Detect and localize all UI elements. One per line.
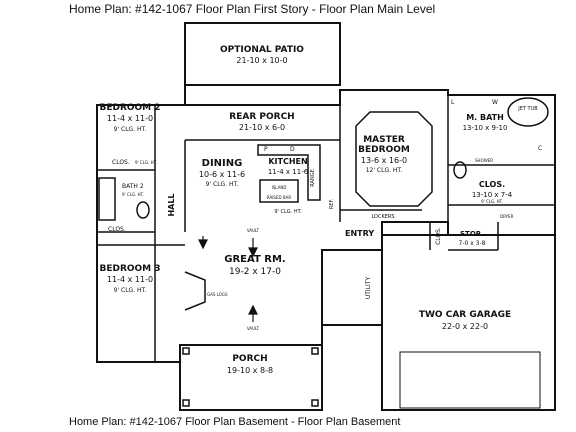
footer-title: Home Plan: #142-1067 Floor Plan Basement… (69, 416, 401, 428)
dining-label: DINING (202, 158, 243, 169)
bedroom3-dims: 11-4 x 11-0 (107, 275, 153, 284)
mbath-label: M. BATH (466, 113, 504, 122)
optional-patio-label: OPTIONAL PATIO (220, 45, 304, 55)
bath2-label: BATH 2 (122, 183, 144, 190)
master-tray-ceiling (355, 111, 433, 207)
mbath-dims: 13-10 x 9-10 (463, 124, 508, 132)
bedroom2-label: BEDROOM 2 (99, 103, 160, 113)
vault-arrowhead-down (248, 247, 258, 258)
porch-column-1 (182, 347, 190, 355)
fireplace (184, 271, 206, 311)
clos-ceiling-a: 9' CLG. HT. (135, 160, 157, 165)
porch-outline (179, 344, 323, 411)
bedroom3-ceiling: 9' CLG. HT. (114, 287, 147, 294)
main-house-outline (96, 85, 556, 363)
range-label: RANGE (310, 169, 316, 186)
optional-patio-dims: 21-10 x 10-0 (236, 56, 287, 65)
kitchen-label: KITCHEN (268, 157, 307, 166)
vault-top-label: VAULT (247, 228, 260, 233)
kitchen-counter (257, 144, 321, 201)
linen-label: L (451, 99, 455, 106)
porch-column-4 (311, 399, 319, 407)
kitchen-island (259, 179, 299, 203)
porch-dims: 19-10 x 8-8 (227, 366, 273, 375)
dining-dims: 10-6 x 11-6 (199, 170, 245, 179)
pantry-label: P (264, 146, 268, 153)
garage-door (399, 351, 541, 409)
rear-porch-dims: 21-10 x 6-0 (239, 123, 285, 132)
porch-label: PORCH (232, 354, 267, 364)
clos-entry-label: CLOS. (435, 227, 442, 245)
w-label: W (492, 99, 498, 106)
shower-label: SHOWER (475, 158, 493, 163)
lockers-label: LOCKERS (371, 214, 394, 220)
bath2-ceiling: 9' CLG. HT. (122, 192, 144, 197)
jet-tub (507, 97, 549, 127)
mbath-toilet (453, 161, 467, 179)
dining-ceiling: 9' CLG. HT. (206, 181, 239, 188)
rear-porch-label: REAR PORCH (229, 112, 294, 122)
bedroom2-ceiling: 9' CLG. HT. (114, 126, 147, 133)
jet-tub-label: JET TUB (517, 106, 538, 112)
c-label: C (538, 145, 542, 152)
master-clos-ceiling: 9' CLG. HT. (481, 199, 503, 204)
header-title: Home Plan: #142-1067 Floor Plan First St… (69, 2, 436, 16)
entry-label: ENTRY (345, 229, 374, 238)
ref-label: REF. (329, 198, 335, 209)
bedroom3-label: BEDROOM 3 (99, 264, 160, 274)
vault-arrowhead-up (248, 304, 258, 315)
garage-label: TWO CAR GARAGE (419, 310, 511, 320)
hall-label: HALL (167, 193, 176, 216)
master-label: MASTER (363, 135, 405, 145)
stor-dims: 7-0 x 3-8 (459, 240, 486, 247)
raised-bar-label: RAISED BAR (267, 195, 291, 200)
garage-dims: 22-0 x 22-0 (442, 322, 488, 331)
dw-label: D (290, 146, 295, 153)
bath2-tub (98, 177, 116, 221)
vault-bottom-label: VAULT (247, 326, 260, 331)
gas-logs-label: GAS LOGS (207, 292, 228, 297)
utility-outline (321, 249, 383, 326)
stor-label: STOR. (460, 230, 484, 238)
master-dims: 13-6 x 16-0 (361, 156, 407, 165)
kitchen-dims: 11-4 x 11-6 (268, 168, 309, 176)
clos-label-b: CLOS. (108, 226, 126, 233)
optional-patio-outline (184, 22, 341, 86)
bedroom2-dims: 11-4 x 11-0 (107, 114, 153, 123)
master-ceiling: 12' CLG. HT. (366, 167, 403, 174)
master-clos-label: CLOS. (479, 180, 505, 189)
porch-column-2 (311, 347, 319, 355)
master-label-2: BEDROOM (358, 145, 410, 155)
great-room-dims: 19-2 x 17-0 (229, 267, 281, 277)
utility-label: UTILITY (365, 277, 372, 300)
island-label: ISLAND (272, 185, 287, 190)
master-clos-dims: 13-10 x 7-4 (472, 191, 513, 199)
porch-column-3 (182, 399, 190, 407)
great-room-label: GREAT RM. (224, 254, 285, 265)
kitchen-ceiling: 9' CLG. HT. (274, 209, 302, 215)
dryer-label: DRYER (500, 214, 514, 219)
bath2-toilet (136, 201, 150, 219)
entry-arrowhead (198, 239, 208, 250)
clos-label-a: CLOS. (112, 159, 130, 166)
